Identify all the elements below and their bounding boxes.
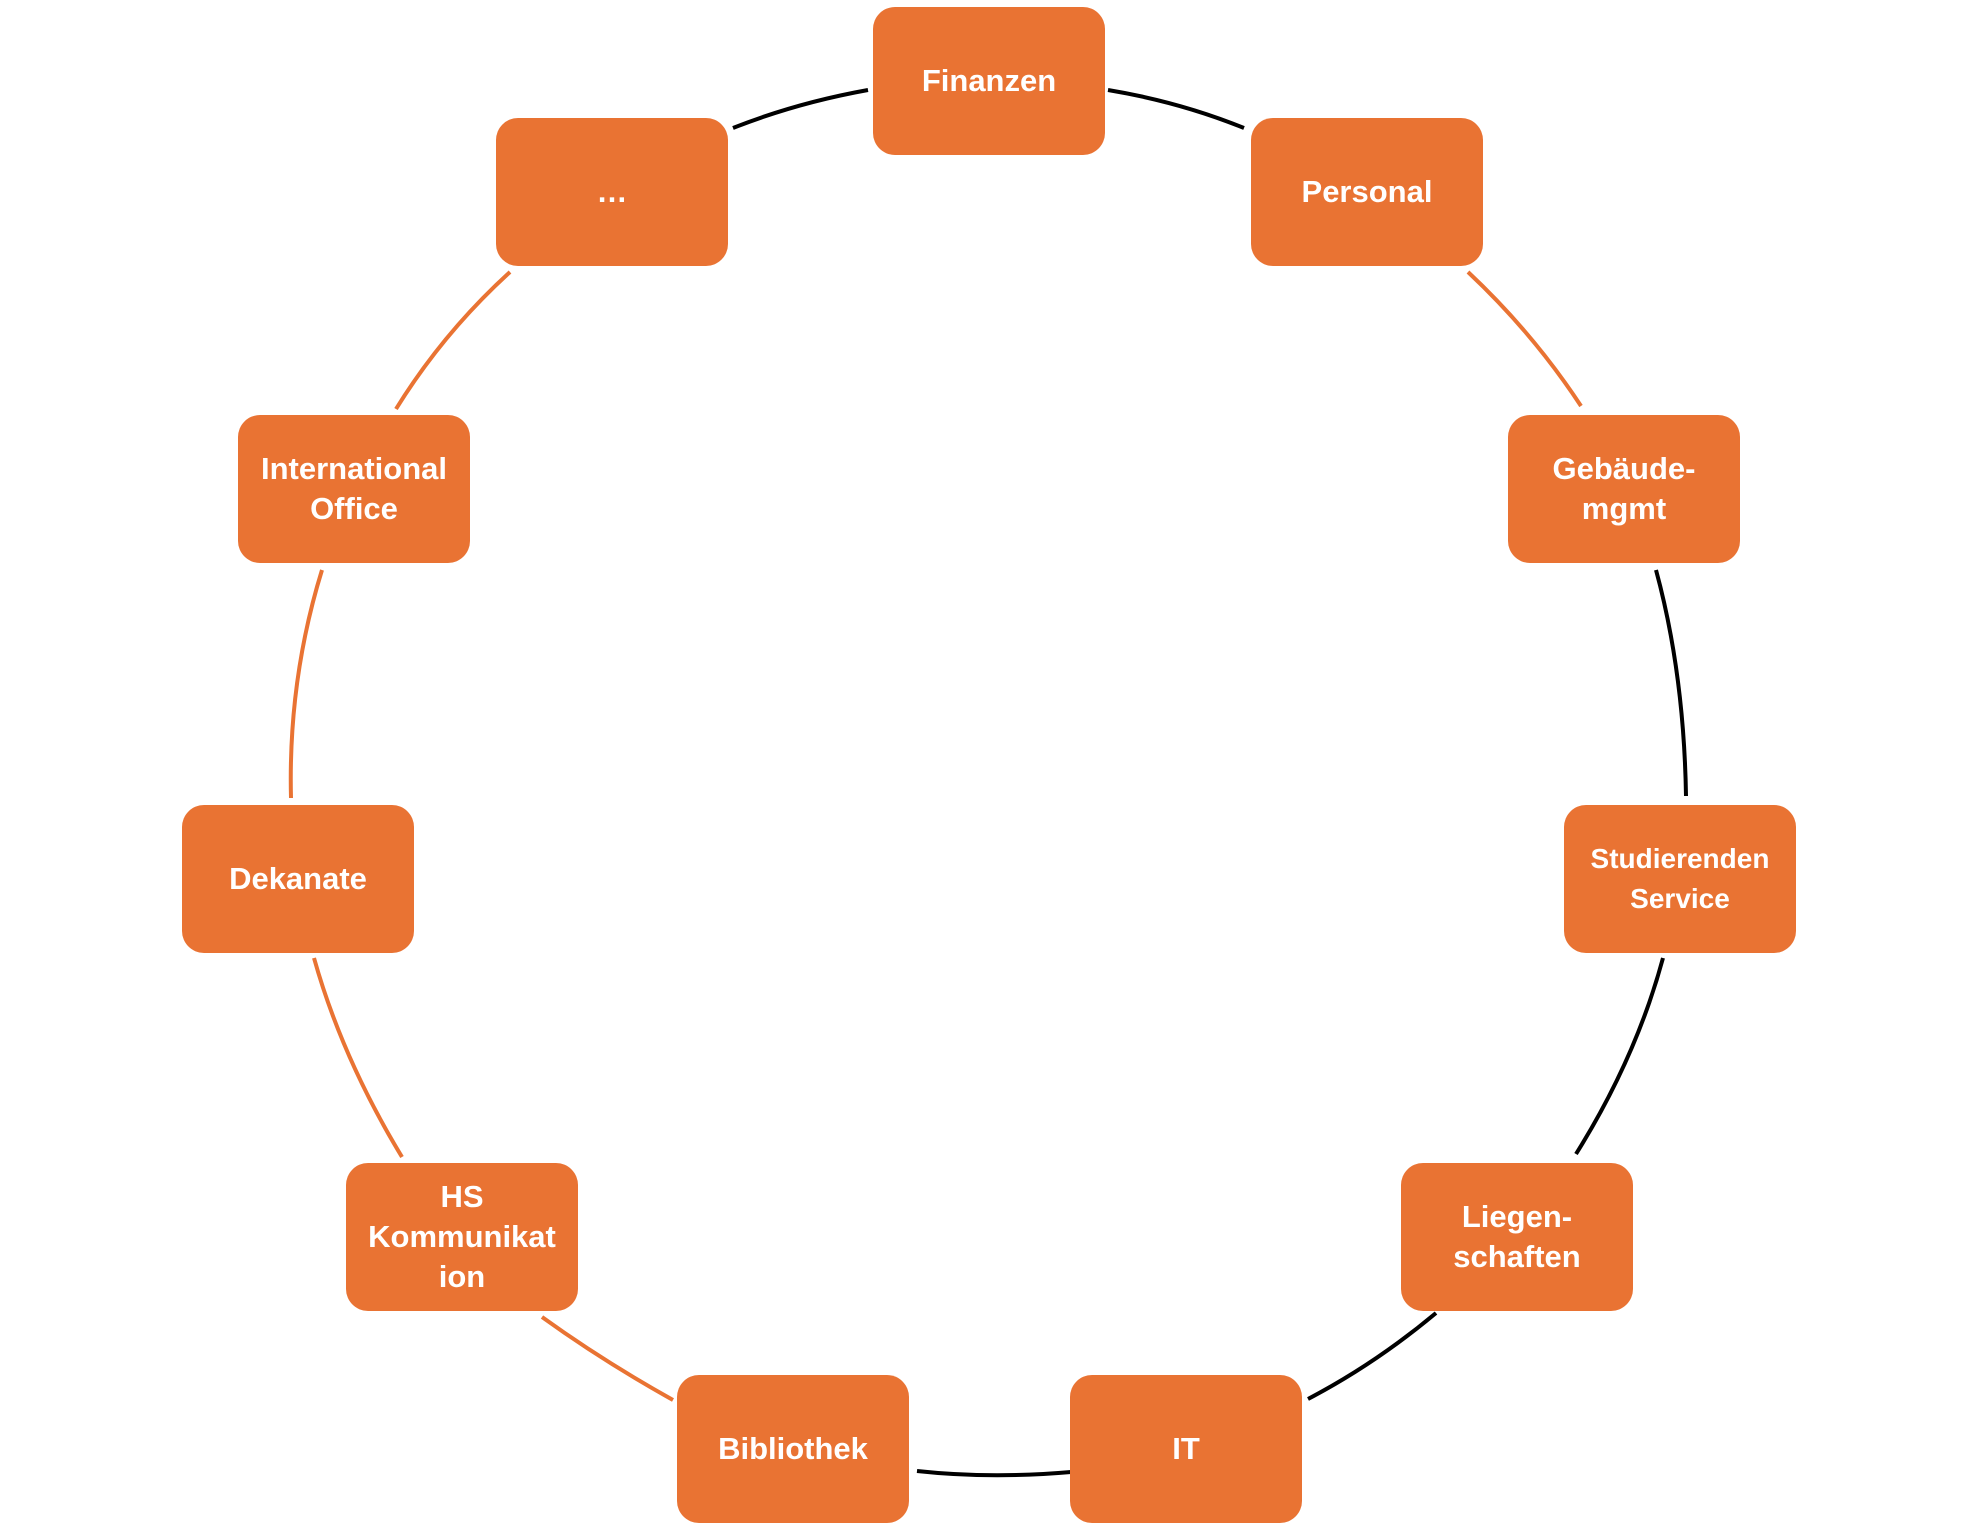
node-gebaeude-mgmt: Gebäude- mgmt [1508,415,1740,563]
connector-ellipsis-finanzen [732,88,869,130]
node-international-office: International Office [238,415,470,563]
connector-studierenden-liegenschaften [1574,957,1665,1156]
node-dekanate: Dekanate [182,805,414,953]
node-bibliothek: Bibliothek [677,1375,909,1523]
node-hs-kommunikation: HS Kommunikat ion [346,1163,578,1311]
node-personal: Personal [1251,118,1483,266]
connector-liegenschaften-it [1307,1311,1438,1401]
node-finanzen: Finanzen [873,7,1105,155]
node-liegenschaften: Liegen- schaften [1401,1163,1633,1311]
connector-hskommunikation-dekanate [312,957,404,1159]
connector-dekanate-international [288,569,324,799]
connector-finanzen-personal [1107,88,1245,130]
connector-international-ellipsis [394,270,512,411]
connector-personal-gebaeude [1466,270,1583,408]
connector-bibliothek-hskommunikation [540,1315,674,1402]
connector-it-bibliothek [916,1469,1072,1478]
node-studierenden-service: Studierenden Service [1564,805,1796,953]
node-it: IT [1070,1375,1302,1523]
node-ellipsis: … [496,118,728,266]
connector-gebaeude-studierenden [1654,569,1688,797]
